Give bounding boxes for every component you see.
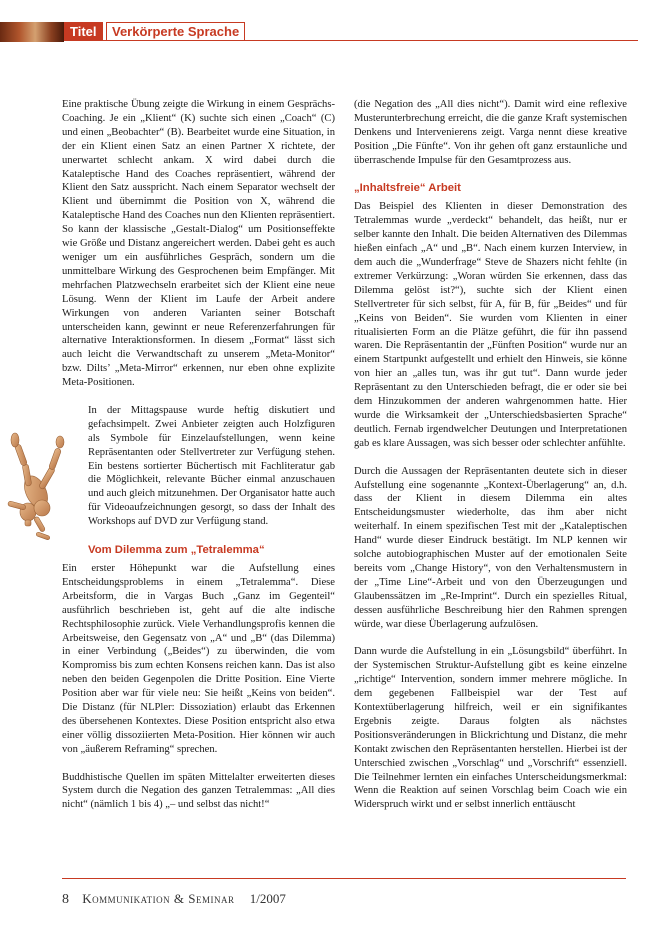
page-number: 8	[62, 892, 69, 907]
paragraph: Buddhistische Quellen im späten Mittelal…	[62, 771, 335, 811]
paragraph: Durch die Aussagen der Repräsentanten de…	[354, 465, 627, 630]
issue-number: 1/2007	[249, 891, 286, 906]
header-section-title: Verkörperte Sprache	[106, 22, 246, 41]
paragraph: Ein erster Höhepunkt war die Aufstellung…	[62, 562, 335, 755]
wooden-mannequin-figure	[4, 404, 82, 554]
page-footer: 8 Kommunikation & Seminar 1/2007	[62, 891, 286, 908]
paragraph: Das Beispiel des Klienten in dieser Demo…	[354, 201, 627, 449]
header-tag: Titel	[64, 22, 103, 41]
right-column: (die Negation des „All dies nicht“). Dam…	[354, 98, 627, 826]
left-column: Eine praktische Übung zeigte die Wirkung…	[7, 98, 335, 826]
paragraph: Eine praktische Übung zeigte die Wirkung…	[62, 99, 335, 389]
publication-name: Kommunikation & Seminar	[82, 891, 235, 906]
header-photo	[0, 22, 64, 42]
paragraph: Dann wurde die Aufstellung in ein „Lösun…	[354, 646, 627, 811]
section-heading: Vom Dilemma zum „Tetralemma“	[88, 543, 265, 556]
figure-wrap-block: In der Mittagspause wurde heftig diskuti…	[7, 404, 335, 540]
paragraph: In der Mittagspause wurde heftig diskuti…	[88, 404, 335, 528]
header-rule	[64, 40, 638, 41]
page-header: Titel Verkörperte Sprache	[0, 20, 656, 44]
footer-rule	[62, 878, 626, 879]
section-heading: „Inhaltsfreie“ Arbeit	[354, 182, 461, 195]
paragraph: (die Negation des „All dies nicht“). Dam…	[354, 99, 627, 166]
